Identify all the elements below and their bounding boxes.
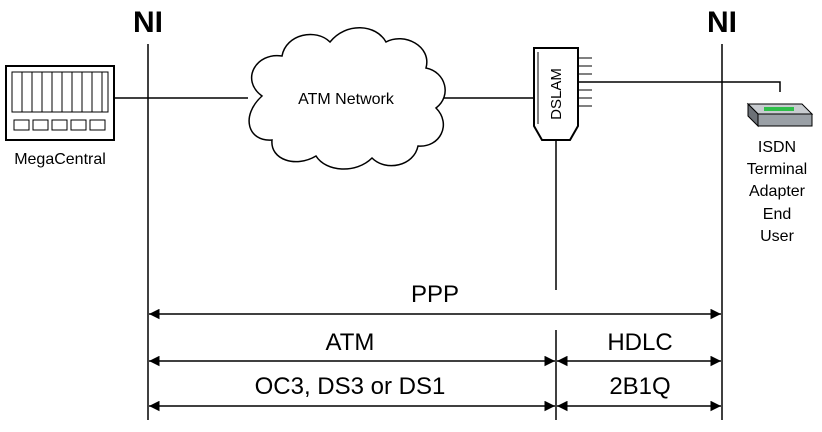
end-user-label-line-1: End [763, 206, 791, 223]
megacentral-switch-icon [5, 65, 115, 141]
megacentral-label: MegaCentral [14, 151, 106, 168]
isdn-adapter-icon [746, 102, 814, 128]
ppp-label: PPP [411, 281, 459, 308]
atm-network-label: ATM Network [298, 91, 395, 108]
end-user-label-line-2: User [760, 228, 794, 245]
dslam-adapter-link [578, 81, 781, 92]
physical-left-label: OC3, DS3 or DS1 [255, 373, 446, 400]
hdlc-layer-label: HDLC [607, 329, 672, 356]
atm-network-cloud [248, 27, 446, 170]
left-ni-label: NI [133, 6, 163, 39]
isdn-label-line-1: ISDN [758, 139, 796, 156]
atm-layer-label: ATM [326, 329, 375, 356]
physical-right-label: 2B1Q [609, 373, 670, 400]
dslam-label: DSLAM [548, 68, 565, 120]
right-ni-label: NI [707, 6, 737, 39]
isdn-label-line-3: Adapter [749, 183, 806, 200]
dslam-icon [533, 47, 592, 141]
isdn-label-line-2: Terminal [747, 161, 807, 178]
